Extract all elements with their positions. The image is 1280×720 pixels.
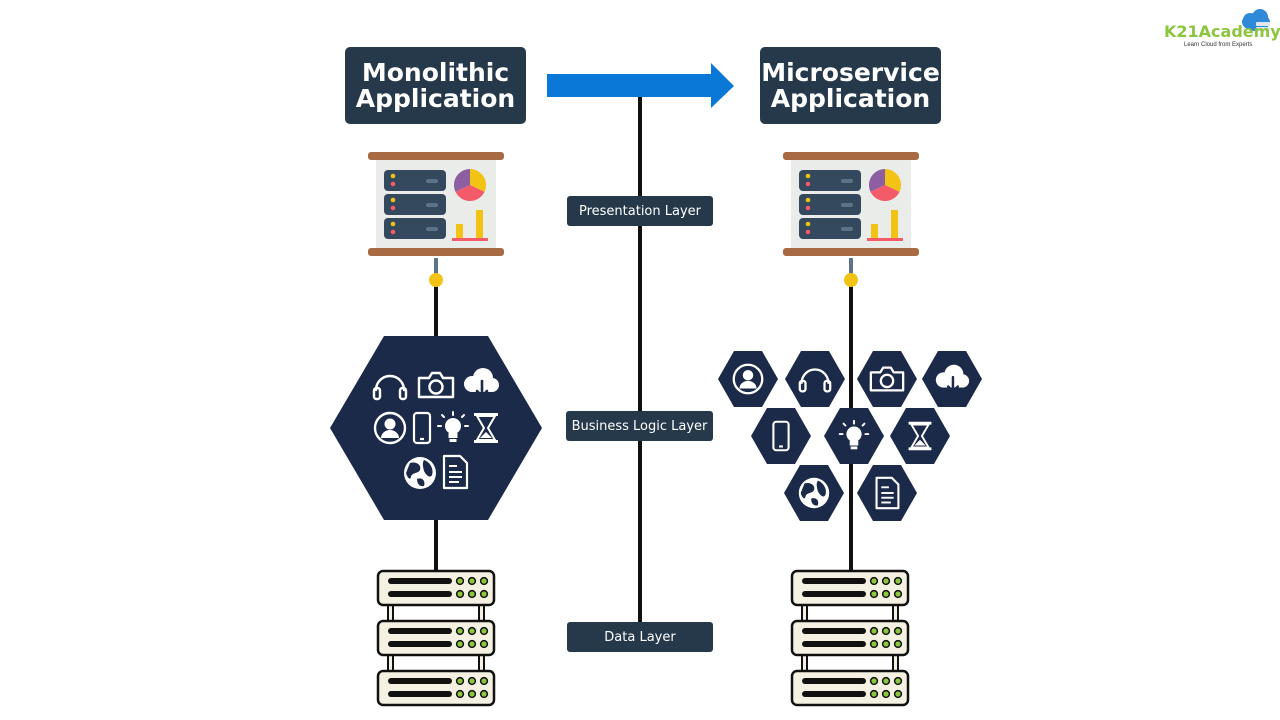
- globe-icon: [798, 477, 830, 509]
- logo-text: K21Academy: [1164, 22, 1280, 41]
- presentation-layer-label: Presentation Layer: [567, 196, 713, 226]
- monolithic-title-text: Monolithic Application: [355, 57, 516, 113]
- left-connector-dot: [429, 273, 443, 287]
- right-connector-dot: [844, 273, 858, 287]
- microservice-user: [718, 351, 778, 407]
- globe-icon: [404, 457, 436, 489]
- cloud-logo-icon: [1242, 9, 1270, 31]
- microservice-globe: [784, 465, 844, 521]
- logo-tagline: Learn Cloud from Experts: [1184, 42, 1253, 48]
- left-presentation-board: [368, 152, 504, 256]
- left-server-rack: [378, 571, 494, 705]
- microservice-phone: [751, 408, 811, 464]
- microservice-title-text: Microservice Application: [761, 57, 940, 113]
- microservice-hourglass: [890, 408, 950, 464]
- business-logic-layer-text: Business Logic Layer: [571, 418, 708, 434]
- business-logic-layer-label: Business Logic Layer: [566, 411, 713, 441]
- right-presentation-board: [783, 152, 919, 256]
- monolithic-title: Monolithic Application: [345, 47, 526, 124]
- logo: K21Academy Learn Cloud from Experts: [1160, 8, 1280, 52]
- transition-arrow: [547, 63, 734, 108]
- microservice-document: [857, 465, 917, 521]
- microservice-title: Microservice Application: [760, 47, 941, 124]
- microservice-lightbulb: [824, 408, 884, 464]
- data-layer-label: Data Layer: [567, 622, 713, 652]
- monolith-hexagon: [330, 336, 542, 520]
- microservice-camera: [857, 351, 917, 407]
- data-layer-text: Data Layer: [604, 629, 676, 645]
- presentation-layer-text: Presentation Layer: [578, 203, 702, 219]
- microservice-headphones: [785, 351, 845, 407]
- right-server-rack: [792, 571, 908, 705]
- microservice-cloud: [922, 351, 982, 407]
